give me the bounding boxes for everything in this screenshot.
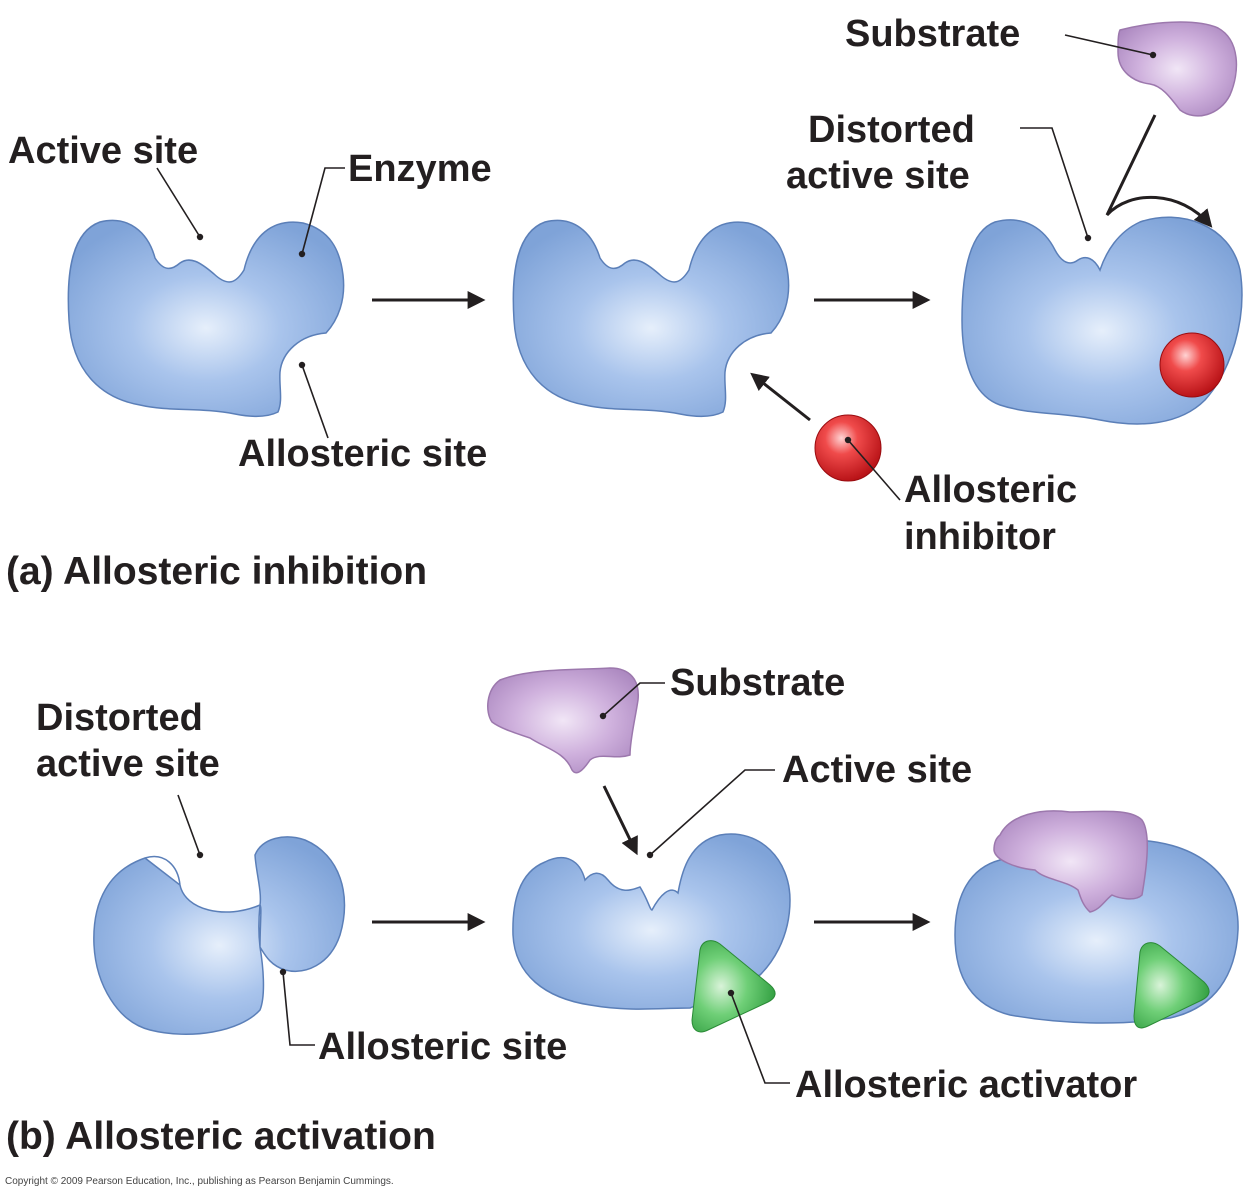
enzyme-a2 bbox=[512, 219, 790, 418]
label-allosteric-site-a: Allosteric site bbox=[238, 433, 487, 475]
label-allosteric-site-b: Allosteric site bbox=[318, 1026, 567, 1068]
enzyme-b1 bbox=[93, 836, 346, 1035]
label-distorted-a-line1: Distorted bbox=[808, 109, 975, 151]
label-inhibitor-line1: Allosteric bbox=[904, 469, 1077, 511]
bound-inhibitor-ball bbox=[1159, 332, 1225, 398]
copyright-notice: Copyright © 2009 Pearson Education, Inc.… bbox=[5, 1176, 394, 1187]
label-allosteric-activator: Allosteric activator bbox=[795, 1064, 1137, 1106]
substrate-b-free bbox=[487, 667, 639, 774]
label-substrate-b: Substrate bbox=[670, 662, 845, 704]
label-distorted-b-line1: Distorted bbox=[36, 697, 203, 739]
allosteric-activator-triangle bbox=[691, 940, 776, 1033]
allosteric-inhibitor-ball bbox=[814, 414, 882, 482]
panel-a: Active site Enzyme Allosteric site Subst… bbox=[6, 13, 1243, 593]
arrow-inhibitor-approach bbox=[750, 372, 811, 422]
caption-b: (b) Allosteric activation bbox=[6, 1115, 436, 1158]
substrate-a bbox=[1117, 21, 1238, 117]
bound-activator-triangle bbox=[1133, 942, 1210, 1029]
label-distorted-b-line2: active site bbox=[36, 743, 220, 785]
arrow-substrate-to-site bbox=[602, 785, 638, 856]
label-enzyme: Enzyme bbox=[348, 148, 492, 190]
enzyme-a1 bbox=[67, 219, 345, 418]
arrow-substrate-blocked bbox=[1105, 114, 1213, 228]
label-inhibitor-line2: inhibitor bbox=[904, 516, 1056, 558]
panel-b: Distorted active site Substrate Active s… bbox=[6, 662, 1239, 1158]
substrate-b-bound bbox=[993, 810, 1149, 913]
label-substrate-a: Substrate bbox=[845, 13, 1020, 55]
label-distorted-a-line2: active site bbox=[786, 155, 970, 197]
caption-a: (a) Allosteric inhibition bbox=[6, 550, 427, 593]
label-active-site-b: Active site bbox=[782, 749, 972, 791]
label-active-site-a: Active site bbox=[8, 130, 198, 172]
